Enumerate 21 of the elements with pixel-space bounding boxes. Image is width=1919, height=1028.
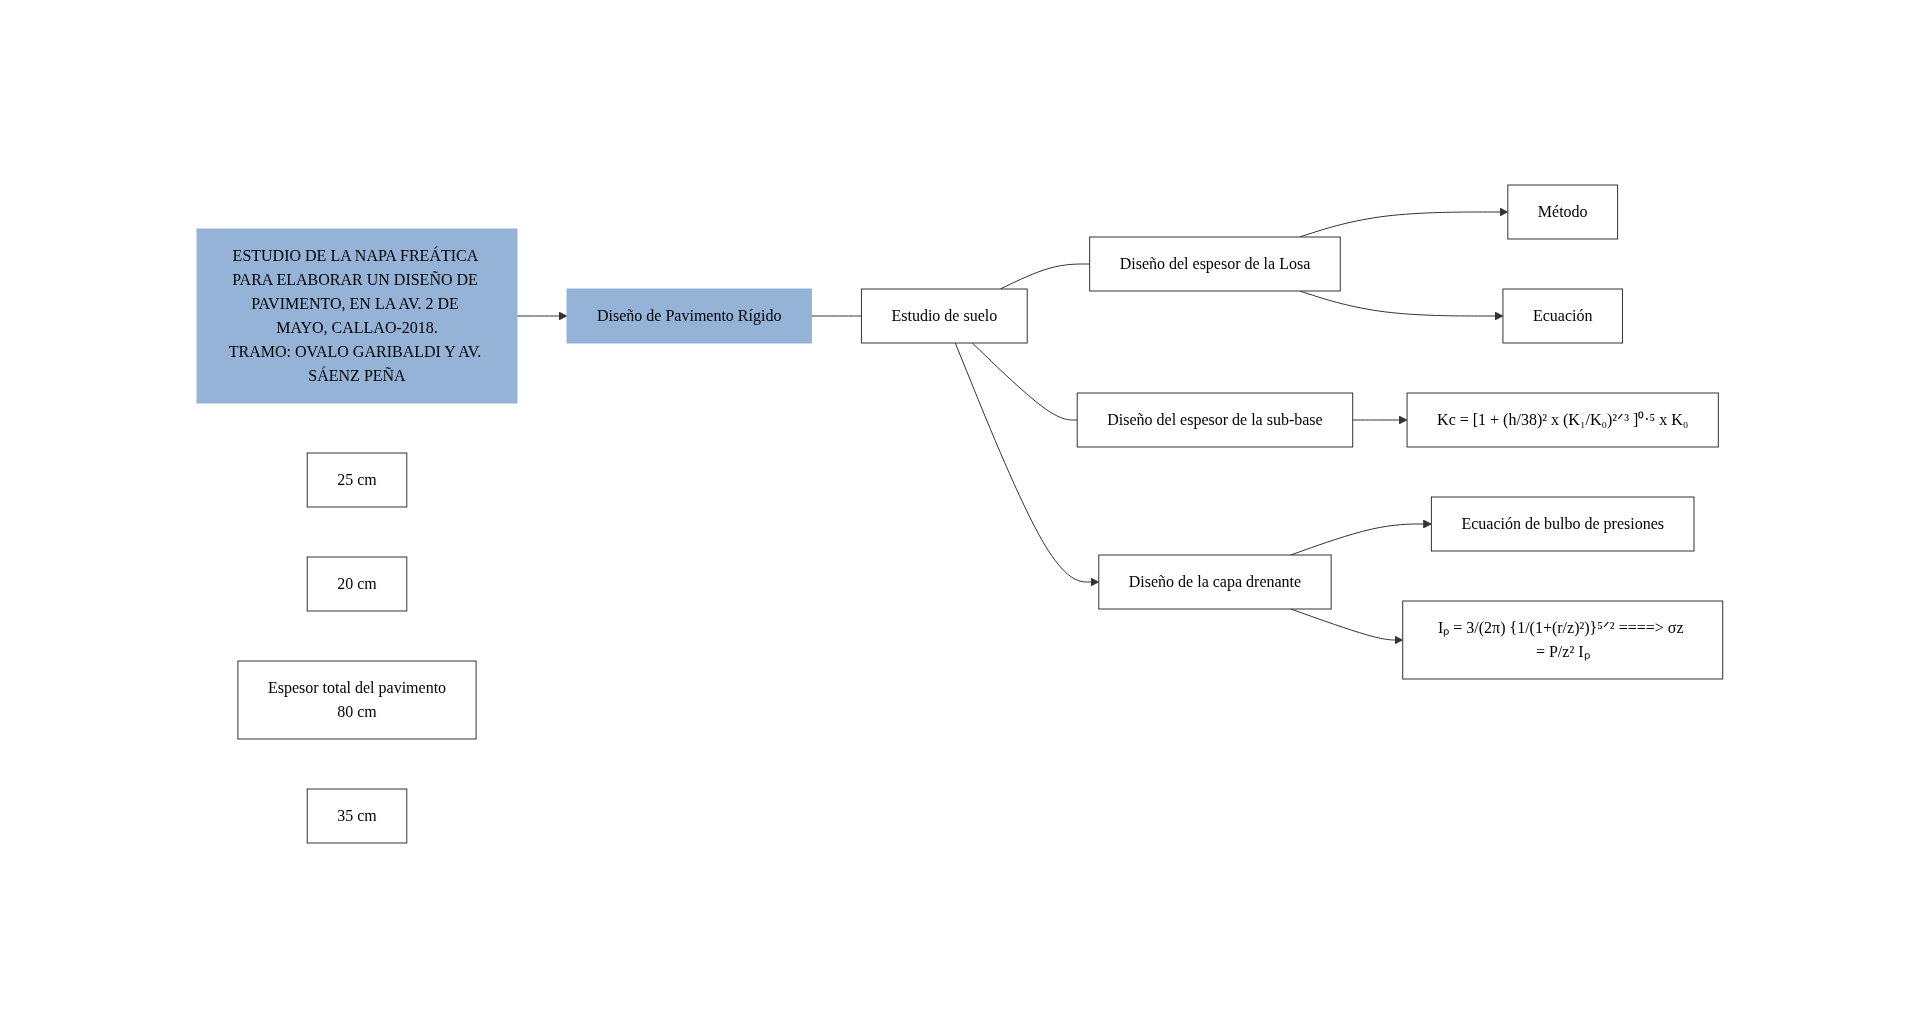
node-box: 25 cm <box>306 452 407 508</box>
connector <box>971 342 1078 421</box>
node-box: Diseño de Pavimento Rígido <box>566 288 812 344</box>
arrow <box>954 342 1099 587</box>
node-box: ESTUDIO DE LA NAPA FREÁTICA PARA ELABORAR UN DISEÑO DE PAVIMENTO, EN LA AV. 2 DE MAYO, CALLAO-2018. TRAMO: OVALO GARIBALDI Y AV. SÁENZ PEÑA <box>196 228 518 404</box>
node-box: 20 cm <box>306 556 407 612</box>
connector <box>810 315 862 317</box>
node-box: Método <box>1506 184 1618 240</box>
arrow <box>516 311 568 321</box>
node-box: Diseño de la capa drenante <box>1097 554 1332 610</box>
node-box: Kc = [1 + (h/38)² x (K₁/K₀)²ᐟ³ ]⁰·⁵ x K₀ <box>1406 392 1719 448</box>
node-box: Estudio de suelo <box>860 288 1028 344</box>
node-box: Ecuación <box>1502 288 1623 344</box>
node-box: 35 cm <box>306 788 407 844</box>
arrow <box>1351 415 1408 425</box>
node-box: Diseño del espesor de la sub-base <box>1076 392 1353 448</box>
node-box: Ecuación de bulbo de presiones <box>1430 496 1695 552</box>
connector <box>999 263 1090 290</box>
node-box: Iₚ = 3/(2π) {1/(1+(r/z)²)}⁵ᐟ² ====> σz = P/z² Iₚ <box>1401 600 1723 680</box>
node-box: Espesor total del pavimento 80 cm <box>237 660 477 740</box>
node-box: Diseño del espesor de la Losa <box>1088 236 1341 292</box>
